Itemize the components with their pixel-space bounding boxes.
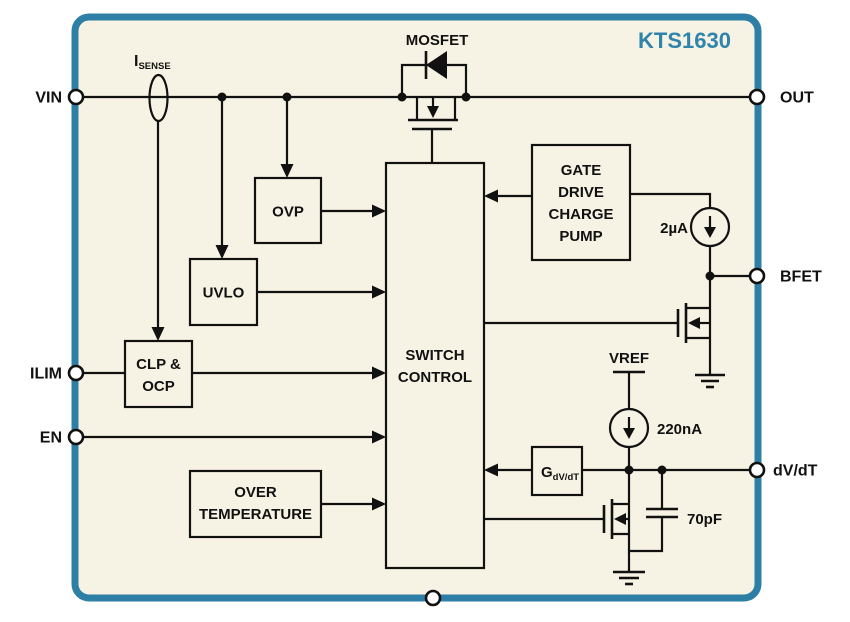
arrow-clp-into-sc xyxy=(372,366,386,380)
wires xyxy=(83,95,750,572)
switch-control-label-line2: CONTROL xyxy=(398,369,472,386)
uvlo-label: UVLO xyxy=(203,285,245,302)
over-temperature-block xyxy=(188,469,323,539)
arrowheads xyxy=(151,164,498,511)
junction-dot xyxy=(657,465,667,475)
over-temperature-label-line1: OVER xyxy=(234,484,277,501)
arrow-en-into-sc xyxy=(372,430,386,444)
gdvdt-label: GdV/dT xyxy=(541,464,579,483)
switch-control-block xyxy=(384,161,486,570)
dvdt-fet-body-arrow xyxy=(614,513,626,525)
junction-dots xyxy=(217,92,715,475)
gatedrive-to-cs-wire xyxy=(630,192,712,209)
arrow-overtemp-into-sc xyxy=(372,497,386,511)
out-pin-label: OUT xyxy=(780,90,814,107)
arrow-uvlo-into-sc xyxy=(372,285,386,299)
vin-terminal xyxy=(67,88,85,106)
arrow-gdvdt-into-sc xyxy=(484,463,498,477)
bfet-body-arrow xyxy=(688,317,700,329)
gate-drive-label-line3: CHARGE xyxy=(548,206,613,223)
isense-label: ISENSE xyxy=(134,53,171,72)
bfet-ground-symbol xyxy=(695,373,725,389)
dvdt-transistor xyxy=(602,499,629,539)
clp-ocp-label-line2: OCP xyxy=(142,378,175,395)
cs2-value: 220nA xyxy=(657,421,702,438)
pins: VIN ILIM EN OUT BFET dV/dT xyxy=(30,88,822,607)
arrow-into-ovp xyxy=(280,164,294,178)
ilim-terminal xyxy=(67,364,85,382)
uvlo-block xyxy=(188,257,259,327)
en-pin-label: EN xyxy=(40,430,62,447)
capacitor-70pf: 70pF xyxy=(629,470,722,553)
chip-name: KTS1630 xyxy=(638,28,731,53)
clp-ocp-label-line1: CLP & xyxy=(136,356,181,373)
bottom-terminal xyxy=(424,589,442,607)
junction-dot xyxy=(397,92,407,102)
cap-bottom-lead xyxy=(629,517,664,553)
junction-dot xyxy=(282,92,292,102)
ovp-block xyxy=(253,176,323,245)
arrow-ovp-into-sc xyxy=(372,204,386,218)
vref-label: VREF xyxy=(609,350,649,367)
cap-value: 70pF xyxy=(687,511,722,528)
switch-control-label-line1: SWITCH xyxy=(405,347,464,364)
dvdt-ground-symbol xyxy=(613,570,645,586)
junction-dot xyxy=(461,92,471,102)
ilim-pin-label: ILIM xyxy=(30,366,62,383)
gate-drive-label-line1: GATE xyxy=(561,162,602,179)
over-temperature-label-line2: TEMPERATURE xyxy=(199,506,312,523)
current-sense: ISENSE xyxy=(134,53,171,123)
out-terminal xyxy=(748,88,766,106)
mosfet-body-arrow xyxy=(427,106,439,118)
vin-pin-label: VIN xyxy=(35,90,62,107)
pass-mosfet: MOSFET xyxy=(400,32,469,163)
dvdt-pin-label: dV/dT xyxy=(773,463,818,480)
mosfet-label: MOSFET xyxy=(406,32,469,49)
blocks: OVP UVLO CLP & OCP SWITCH CONTROL OVER T… xyxy=(123,143,632,570)
gate-drive-charge-pump-block xyxy=(530,143,632,262)
gdvdt-block xyxy=(530,445,584,497)
clp-ocp-block xyxy=(123,339,194,409)
arrow-into-uvlo xyxy=(215,245,229,259)
cs1-value: 2µA xyxy=(660,220,688,237)
cs1-arrow-head xyxy=(704,227,716,238)
arrow-into-clp xyxy=(151,327,165,341)
vref-supply: VREF xyxy=(609,350,649,374)
bfet-transistor xyxy=(676,303,725,389)
gate-drive-label-line2: DRIVE xyxy=(558,184,604,201)
gate-drive-label-line4: PUMP xyxy=(559,228,602,245)
ovp-label: OVP xyxy=(272,204,304,221)
junction-dot xyxy=(217,92,227,102)
junction-dot xyxy=(705,271,715,281)
cs2-arrow-head xyxy=(623,428,635,439)
isense-ellipse xyxy=(148,73,169,123)
charge-pump-current-source: 2µA xyxy=(660,206,731,248)
en-terminal xyxy=(67,428,85,446)
vref-current-source: 220nA xyxy=(608,407,702,449)
arrow-gatedrive-into-sc xyxy=(484,189,498,203)
dvdt-terminal xyxy=(748,461,766,479)
junction-dot xyxy=(624,465,634,475)
body-diode-triangle xyxy=(426,51,447,79)
bfet-pin-label: BFET xyxy=(780,269,822,286)
bfet-terminal xyxy=(748,267,766,285)
